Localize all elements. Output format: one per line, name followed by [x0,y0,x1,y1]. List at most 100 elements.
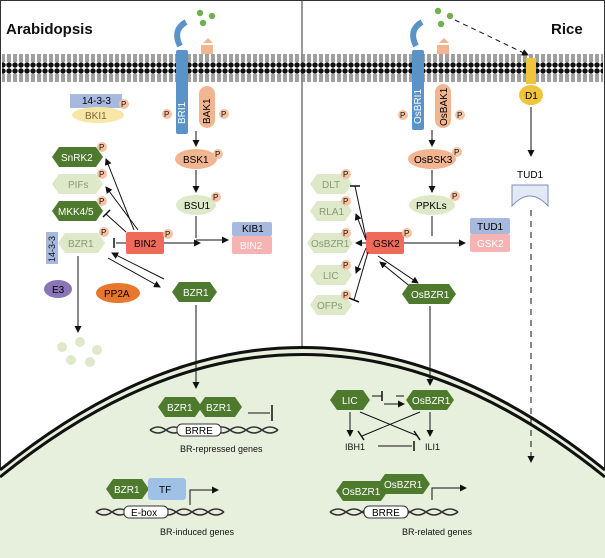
osbak1-label: OsBAK1 [439,87,450,126]
svg-text:P: P [400,111,405,120]
osbzr1-dimer: OsBZR1 OsBZR1 [336,474,430,501]
svg-text:LIC: LIC [323,271,339,282]
svg-text:14-3-3: 14-3-3 [47,236,57,262]
arrow-bzr1-dephos [107,257,161,288]
svg-text:PIFs: PIFs [68,180,89,191]
bak1-coreceptor: BAK1 [199,38,215,128]
ofps-node: OFPs P [310,290,352,315]
svg-text:P: P [215,150,220,159]
svg-text:P: P [221,110,226,119]
plasma-membrane [2,52,603,86]
svg-text:D1: D1 [525,91,538,102]
nucleus [0,346,605,558]
arrow-bin2-pifs [105,186,139,231]
svg-text:E3: E3 [52,285,65,296]
svg-text:P: P [343,291,348,300]
svg-text:P: P [164,110,169,119]
svg-text:P: P [99,197,104,206]
svg-text:OsBZR1: OsBZR1 [411,290,450,301]
kib1-bin2-complex: KIB1 BIN2 [232,222,272,254]
related-genes-label: BR-related genes [402,527,473,537]
svg-text:GSK2: GSK2 [477,239,504,250]
lic-node: LIC [330,390,370,410]
osbzr1-nuclear: OsBZR1 [406,390,454,410]
svg-text:P: P [452,192,457,201]
svg-text:BKI1: BKI1 [85,111,107,122]
title-arabidopsis: Arabidopsis [6,21,93,38]
pifs-node: PIFs P [52,169,107,194]
bsk1-node: BSK1 P [175,149,223,169]
svg-text:P: P [121,100,126,109]
svg-text:TF: TF [159,485,171,496]
svg-text:BRRE: BRRE [185,426,213,437]
osbzr1-phosphorylated: OsBZR1 P [307,228,353,253]
dna-repressed: BRRE [149,423,279,437]
osbak1-coreceptor: OsBAK1 [435,38,451,128]
svg-text:GSK2: GSK2 [373,239,400,250]
arrow-osbzr1-rephos [379,261,413,289]
lic-phosphorylated: LIC P [310,260,352,285]
bin2-node: BIN2 P [126,229,173,254]
bzr1-tf-complex: BZR1 TF [106,478,186,500]
svg-text:P: P [343,197,348,206]
svg-text:OsBZR1: OsBZR1 [384,480,423,491]
dna-induced: E-box [95,505,225,519]
brassinosteroid-ligand-right [434,7,454,28]
svg-text:P: P [101,228,106,237]
svg-text:BZR1: BZR1 [206,403,232,414]
inhibit-ofps-gsk2 [353,251,369,301]
bsu1-node: BSU1 P [176,192,221,215]
tud1-gsk2-complex: TUD1 GSK2 [470,218,510,252]
phospho-bri1 [162,109,172,119]
arrow-induction [189,486,219,505]
svg-text:P: P [457,111,462,120]
svg-text:TUD1: TUD1 [517,170,544,181]
svg-text:BZR1: BZR1 [167,403,193,414]
brassinosteroid-ligand-left [196,9,216,27]
svg-text:KIB1: KIB1 [242,224,264,235]
inhibit-dlt-gsk2 [354,185,367,239]
bzr1-phosphorylated: 14-3-3 BZR1 P [46,227,109,264]
pp2a-node: PP2A [96,283,140,303]
svg-text:DLT: DLT [322,180,340,191]
svg-text:SnRK2: SnRK2 [61,153,93,164]
svg-text:BIN2: BIN2 [134,239,157,250]
svg-text:PP2A: PP2A [104,289,130,300]
arrow-related-induction [431,484,467,500]
svg-text:PPKLs: PPKLs [416,201,447,212]
dna-related: BRRE [329,505,459,519]
svg-text:LIC: LIC [342,396,358,407]
bki1-complex: 14-3-3 BKI1 P [70,94,129,123]
bak1-label: BAK1 [202,98,213,124]
svg-text:BSK1: BSK1 [183,155,209,166]
arrow-bzr1-rephos [111,252,165,280]
svg-text:MKK4/5: MKK4/5 [58,207,94,218]
mkk45-node: MKK4/5 P [52,196,107,221]
svg-text:BRRE: BRRE [372,508,400,519]
svg-text:RLA1: RLA1 [319,207,344,218]
svg-text:P: P [404,229,409,238]
svg-text:OsBZR1: OsBZR1 [412,396,451,407]
svg-text:BZR1: BZR1 [68,239,94,250]
svg-text:P: P [99,143,104,152]
bzr1-dimer: BZR1 BZR1 [158,397,242,417]
bzr1-active: BZR1 [172,282,217,302]
svg-text:BZR1: BZR1 [114,485,140,496]
svg-text:P: P [99,170,104,179]
induced-genes-label: BR-induced genes [160,527,235,537]
e3-node: E3 [44,280,72,298]
ppkls-node: PPKLs P [409,191,460,215]
arrow-gsk2-lic [354,247,367,274]
svg-text:OsBZR1: OsBZR1 [342,487,381,498]
svg-text:BIN2: BIN2 [240,241,263,252]
svg-text:OsBZR1: OsBZR1 [311,239,350,250]
tud1-node: TUD1 [511,170,549,208]
repressed-genes-label: BR-repressed genes [180,444,263,454]
inhibit-osbzr1-ibh1 [361,411,421,437]
svg-text:P: P [213,193,218,202]
svg-text:BSU1: BSU1 [184,201,211,212]
dlt-node: DLT P [310,169,352,194]
inhibit-lic-ili1 [359,411,419,437]
